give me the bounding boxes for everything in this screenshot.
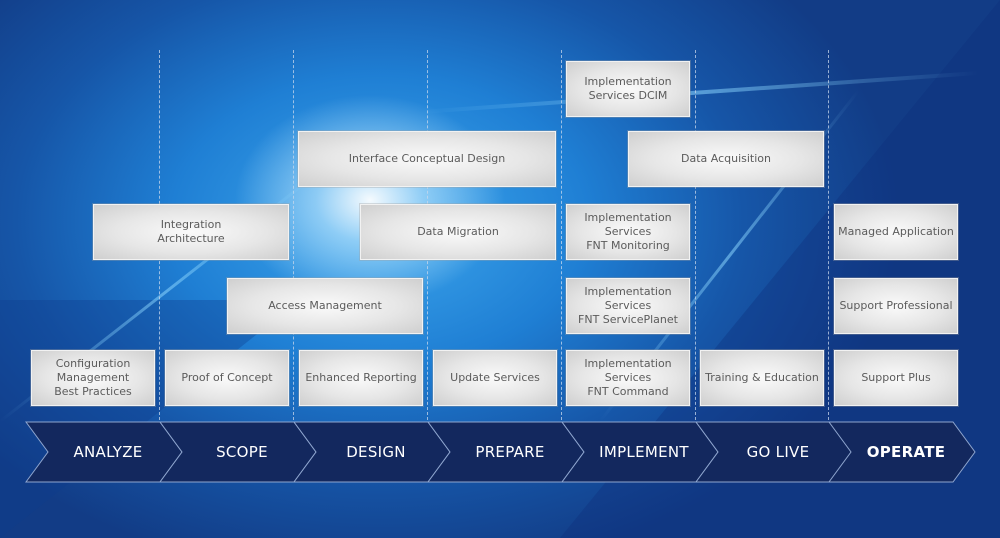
phase-label: DESIGN [346, 443, 406, 461]
phase-label: OPERATE [866, 443, 946, 461]
box-integration-architecture: Integration Architecture [93, 204, 289, 260]
box-configuration-management: Configuration Management Best Practices [31, 350, 155, 406]
phase-label: GO LIVE [746, 443, 810, 461]
box-data-migration: Data Migration [360, 204, 556, 260]
box-interface-conceptual-design: Interface Conceptual Design [298, 131, 556, 187]
phase-label: IMPLEMENT [599, 443, 689, 461]
box-impl-monitoring: Implementation Services FNT Monitoring [566, 204, 690, 260]
box-managed-application: Managed Application [834, 204, 958, 260]
box-impl-command: Implementation Services FNT Command [566, 350, 690, 406]
phase-label: PREPARE [475, 443, 545, 461]
box-support-plus: Support Plus [834, 350, 958, 406]
chevron-shape [828, 421, 976, 483]
phase-operate: OPERATE [828, 421, 986, 483]
column-divider [293, 50, 294, 420]
phase-design: DESIGN [293, 421, 451, 483]
box-training-education: Training & Education [700, 350, 824, 406]
box-enhanced-reporting: Enhanced Reporting [299, 350, 423, 406]
phase-prepare: PREPARE [427, 421, 585, 483]
column-divider [561, 50, 562, 420]
column-divider [695, 50, 696, 420]
box-impl-serviceplanet: Implementation Services FNT ServicePlane… [566, 278, 690, 334]
box-proof-of-concept: Proof of Concept [165, 350, 289, 406]
box-update-services: Update Services [433, 350, 557, 406]
box-data-acquisition: Data Acquisition [628, 131, 824, 187]
phase-go-live: GO LIVE [695, 421, 853, 483]
box-impl-dcim: Implementation Services DCIM [566, 61, 690, 117]
phase-label: SCOPE [216, 443, 268, 461]
background-shard [0, 300, 300, 538]
box-access-management: Access Management [227, 278, 423, 334]
column-divider [828, 50, 829, 420]
phase-label: ANALYZE [73, 443, 143, 461]
box-support-professional: Support Professional [834, 278, 958, 334]
